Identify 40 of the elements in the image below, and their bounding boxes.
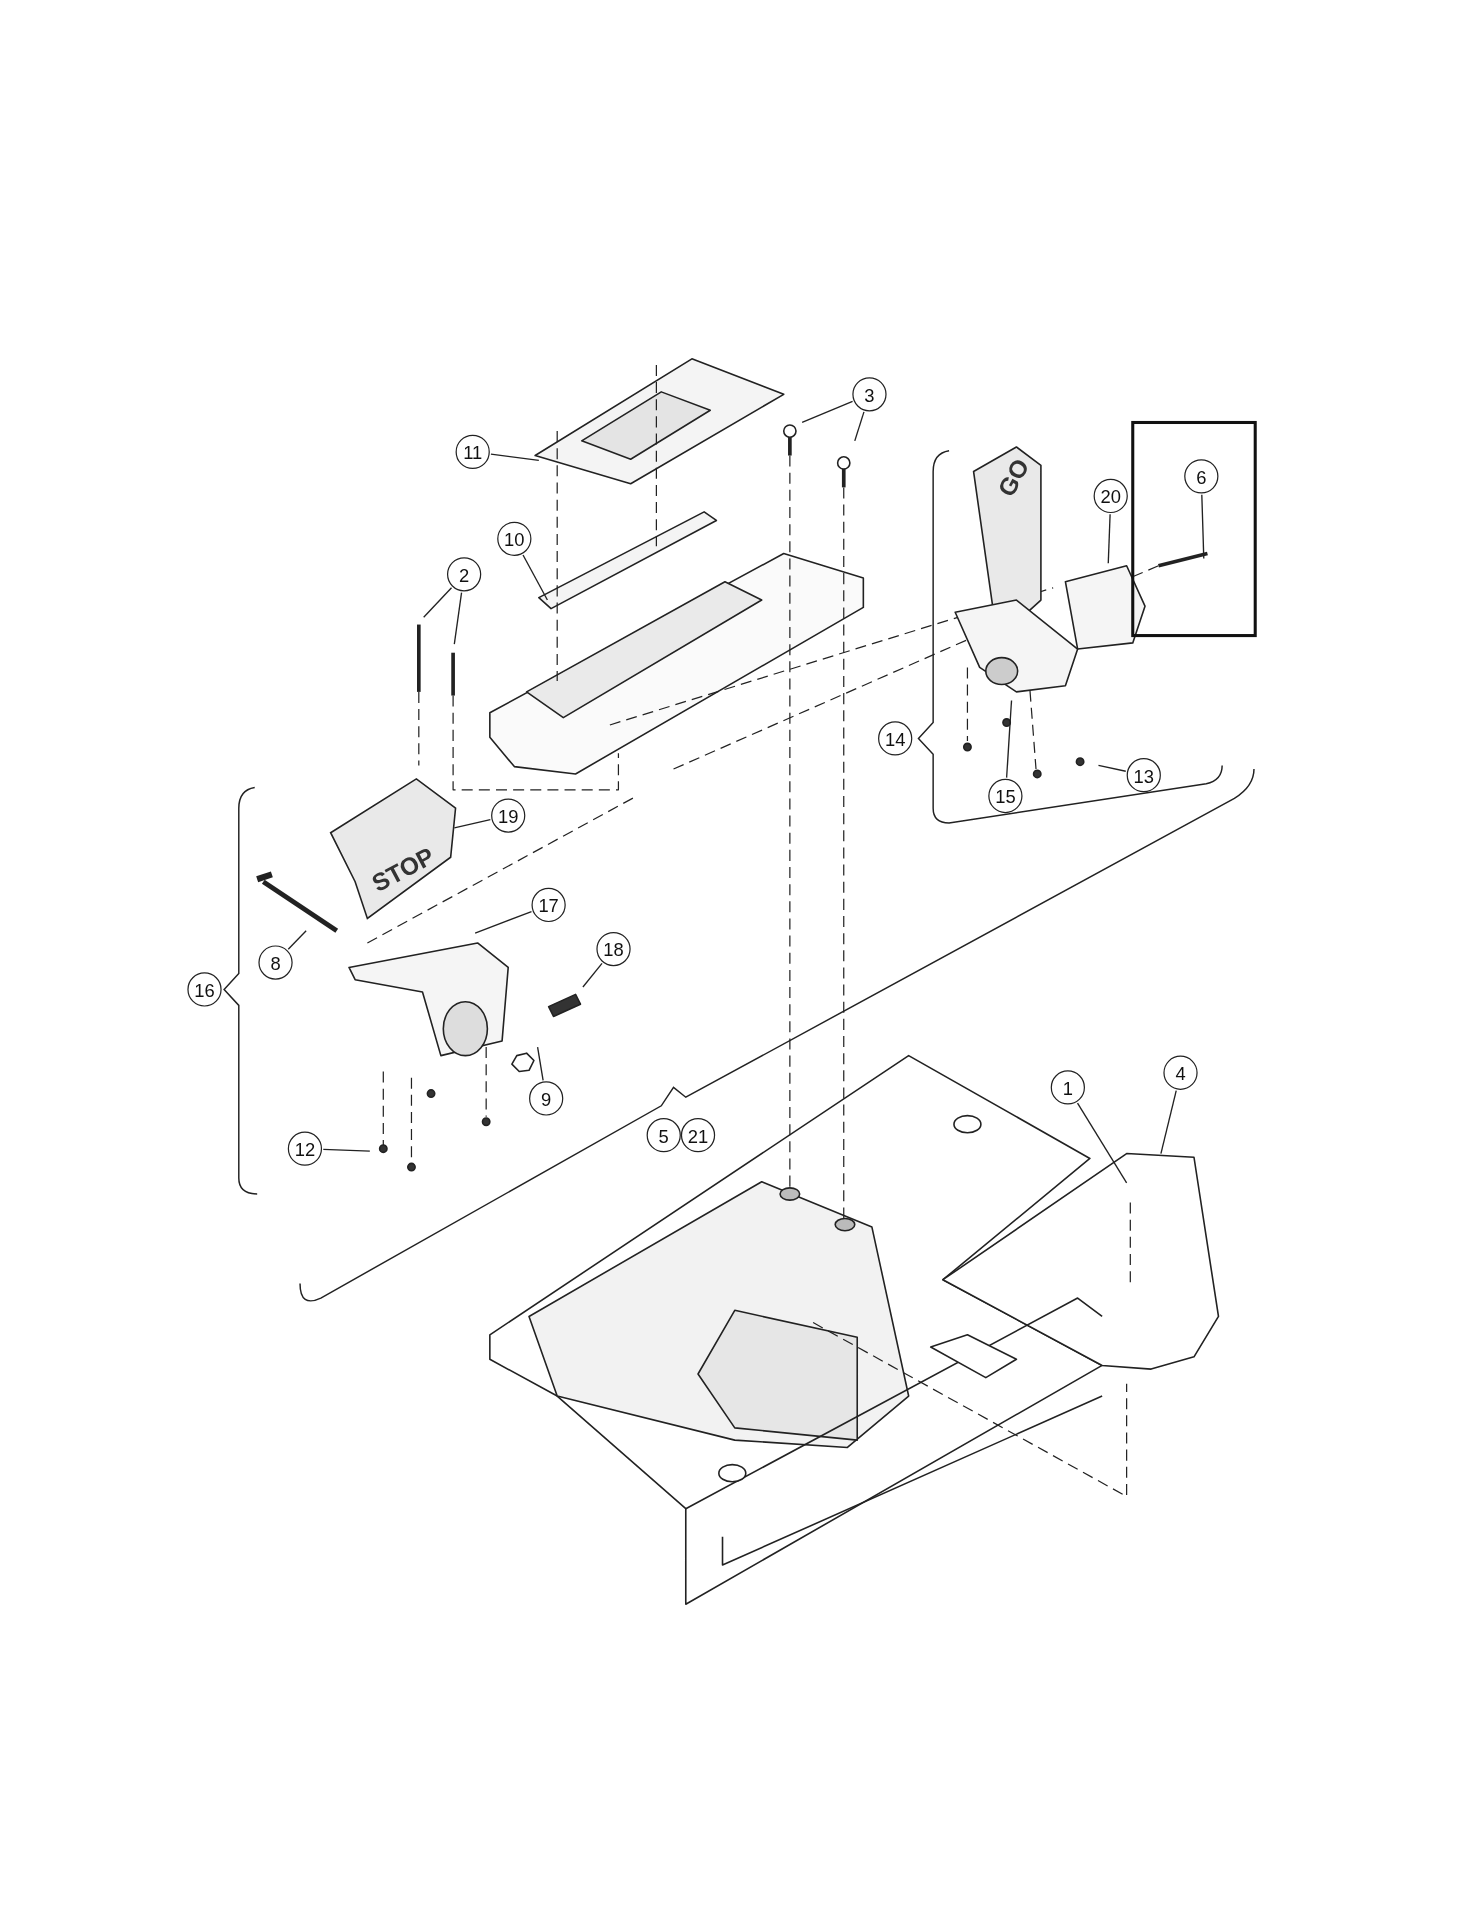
callout-number: 9	[529, 1081, 564, 1116]
callout-number: 17	[531, 887, 566, 923]
callout-number: 14	[878, 721, 913, 756]
leader-line	[801, 400, 854, 424]
callout-number: 8	[258, 945, 293, 980]
callout-number: 21	[680, 1118, 716, 1153]
callout-number: 2	[447, 557, 482, 592]
pedal-lettering: GO	[993, 455, 1034, 501]
callout-number: 1	[1050, 1070, 1085, 1105]
callout-number: 16	[187, 972, 222, 1007]
leader-line	[854, 411, 865, 442]
leader-line	[490, 453, 540, 462]
callout-number: 10	[497, 521, 532, 556]
callout-number: 18	[596, 931, 631, 967]
leader-line	[582, 962, 603, 988]
callout-number: 15	[988, 778, 1023, 814]
leader-line	[1201, 494, 1205, 560]
leader-line	[453, 591, 463, 645]
leader-line	[522, 554, 549, 601]
callout-number: 12	[287, 1131, 323, 1166]
callout-number: 5	[646, 1118, 681, 1153]
callout-number: 6	[1184, 459, 1219, 494]
callout-number: 4	[1163, 1055, 1198, 1090]
leader-line	[453, 818, 491, 829]
callout-number: 11	[455, 434, 490, 469]
callout-number: 3	[852, 377, 887, 412]
leader-line	[536, 1046, 544, 1081]
leader-line	[322, 1148, 371, 1152]
leader-line	[1097, 764, 1127, 772]
leader-line	[287, 930, 307, 950]
callout-number: 19	[491, 798, 526, 833]
leader-line	[1160, 1089, 1177, 1155]
leader-line	[1076, 1102, 1128, 1184]
callout-number: 13	[1126, 758, 1161, 793]
callout-number: 20	[1093, 478, 1128, 514]
leader-line	[423, 587, 453, 618]
brake-pedal	[328, 776, 458, 921]
leader-line	[1107, 513, 1111, 564]
leader-line	[474, 910, 533, 934]
leader-line	[1005, 699, 1013, 779]
